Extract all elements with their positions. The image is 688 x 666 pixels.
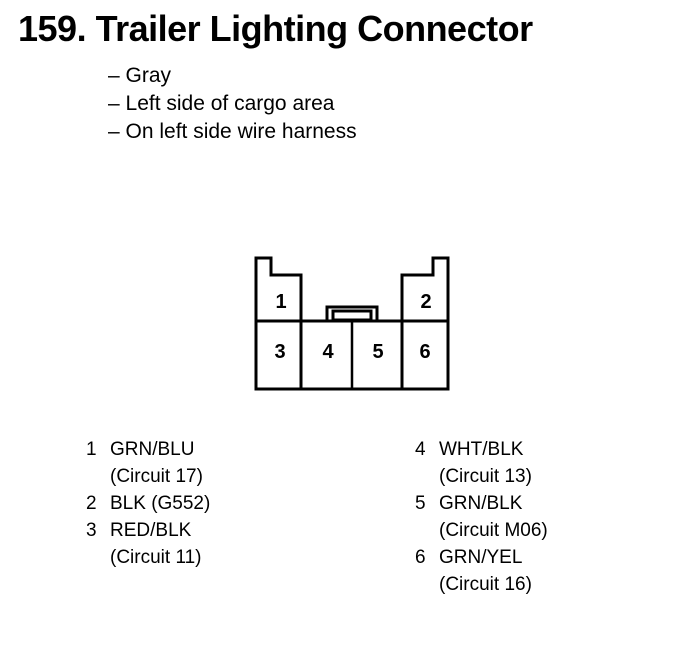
pin-number: 3 [86,520,97,541]
cavity-label-5: 5 [372,341,383,363]
pin-number: 2 [86,493,97,514]
pin-number: 5 [415,493,426,514]
cavity-label-3: 3 [274,341,285,363]
pin-circuit: (Circuit 13) [439,466,532,487]
note-harness: – On left side wire harness [108,120,357,143]
pin-circuit: (Circuit M06) [439,520,548,541]
pin-circuit: (Circuit 17) [110,466,203,487]
connector-housing-outline [254,256,450,391]
pin-wire: WHT/BLK [439,439,524,460]
pin-wire: GRN/BLU [110,439,195,460]
pin-circuit: (Circuit 16) [439,574,532,595]
cavity-label-2: 2 [420,291,431,313]
page-title: 159. Trailer Lighting Connector [18,8,533,49]
connector-notes: – Gray – Left side of cargo area – On le… [108,62,357,146]
pin-wire: GRN/BLK [439,493,523,514]
pin-entry-4: 4 WHT/BLK (Circuit 13) [415,436,548,490]
pin-circuit: (Circuit 11) [110,547,202,568]
pin-entry-5: 5 GRN/BLK (Circuit M06) [415,490,548,544]
pin-wire: GRN/YEL [439,547,523,568]
cavity-label-4: 4 [322,341,334,363]
note-location: – Left side of cargo area [108,92,335,115]
pin-entry-2: 2 BLK (G552) [86,490,210,517]
pin-list-left: 1 GRN/BLU (Circuit 17) 2 BLK (G552) 3 RE… [86,436,210,571]
pin-number: 6 [415,547,426,568]
pin-entry-6: 6 GRN/YEL (Circuit 16) [415,544,548,598]
cavity-label-1: 1 [275,291,286,313]
cavity-label-6: 6 [419,341,430,363]
pin-entry-1: 1 GRN/BLU (Circuit 17) [86,436,210,490]
connector-latch [331,309,373,322]
pin-entry-3: 3 RED/BLK (Circuit 11) [86,517,210,571]
note-color: – Gray [108,64,172,87]
pin-number: 1 [86,439,97,460]
pin-number: 4 [415,439,426,460]
pin-wire: RED/BLK [110,520,192,541]
pin-wire: BLK (G552) [110,493,211,514]
pin-list-right: 4 WHT/BLK (Circuit 13) 5 GRN/BLK (Circui… [415,436,548,598]
